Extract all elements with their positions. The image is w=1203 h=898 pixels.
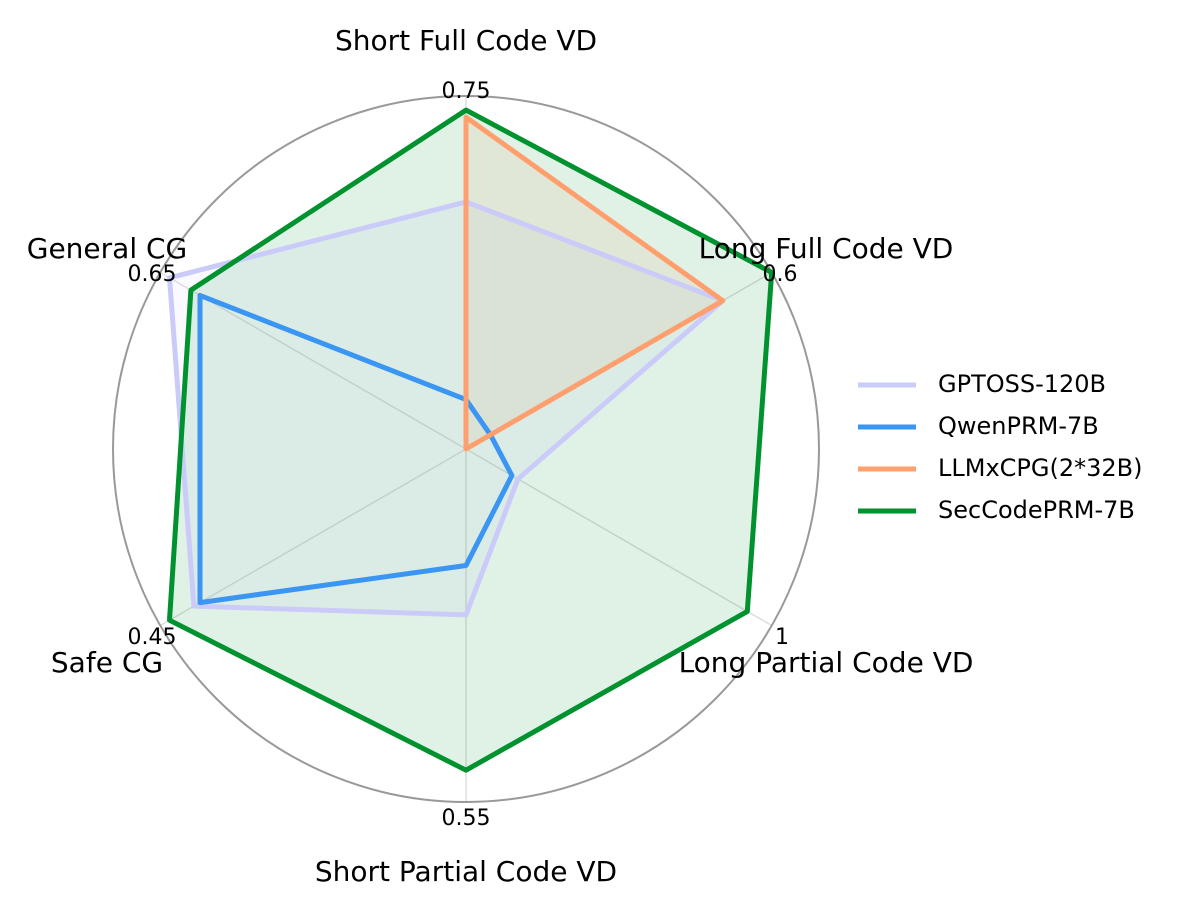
axis-max-tick-label: 1 — [775, 625, 789, 650]
series-lines — [167, 107, 775, 773]
series-line-seccodeprm-7b — [167, 107, 775, 773]
axis-label: Short Partial Code VD — [315, 855, 617, 888]
radar-outer-circle — [112, 95, 820, 803]
axis-label: Short Full Code VD — [335, 24, 597, 57]
legend-label: GPTOSS-120B — [938, 370, 1106, 398]
legend-label: SecCodePRM-7B — [938, 496, 1135, 524]
axis-max-tick-label: 0.65 — [128, 262, 177, 287]
axis-max-tick-label: 0.45 — [128, 625, 177, 650]
radar-spoke — [159, 448, 467, 627]
series-area-gptoss-120b — [169, 201, 723, 615]
series-line-llmxcpg-2-32b — [463, 114, 726, 452]
series-area-seccodeprm-7b — [169, 110, 772, 771]
legend-label: QwenPRM-7B — [938, 412, 1099, 440]
axis-label: Safe CG — [51, 646, 163, 679]
axis-max-tick-label: 0.6 — [763, 262, 798, 287]
series-area-llmxcpg-2-32b — [466, 117, 723, 449]
series-fills — [169, 110, 772, 771]
axis-label: General CG — [27, 232, 188, 265]
axis-label: Long Partial Code VD — [679, 646, 974, 679]
axis-max-tick-label: 0.75 — [442, 79, 491, 104]
axis-max-tick-label: 0.55 — [442, 806, 491, 831]
legend-label: LLMxCPG(2*32B) — [938, 454, 1142, 482]
legend: GPTOSS-120B QwenPRM-7B LLMxCPG(2*32B) SecCo… — [858, 370, 1142, 524]
axis-label: Long Full Code VD — [699, 232, 954, 265]
